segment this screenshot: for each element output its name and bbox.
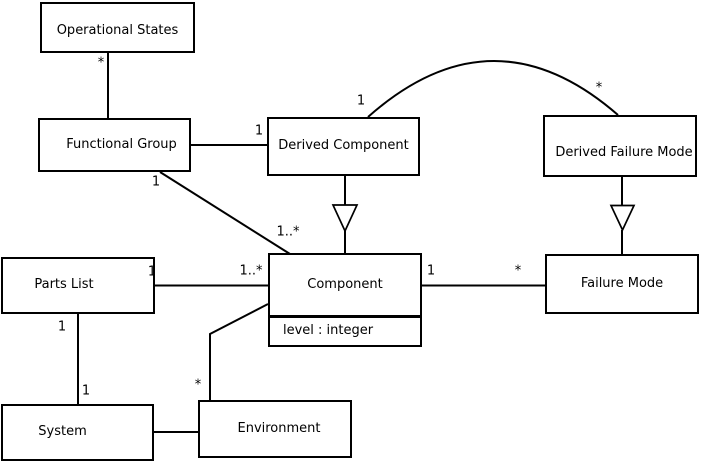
class-box-environment[interactable]: Environment (198, 400, 352, 458)
multiplicity-partslist-system-1-top: 1 (57, 319, 67, 335)
class-name-parts-list: Parts List (34, 277, 94, 293)
class-box-system[interactable]: System (1, 404, 154, 461)
multiplicity-partslist-component-1: 1 (147, 264, 157, 280)
multiplicity-fg-component-1: 1 (151, 174, 161, 190)
class-name-component: Component (307, 276, 383, 292)
class-box-derived-failure-mode[interactable]: Derived Failure Mode (543, 115, 697, 177)
association-arc-derivedcomponent-derivedfailuremode (367, 60, 619, 118)
multiplicity-environment-component-star: * (194, 377, 202, 393)
multiplicity-component-failuremode-star: * (514, 263, 522, 279)
class-box-operational-states[interactable]: Operational States (40, 2, 195, 53)
association-line-fg-component (159, 171, 291, 255)
class-name-operational-states: Operational States (56, 23, 179, 39)
class-box-failure-mode[interactable]: Failure Mode (545, 254, 699, 314)
multiplicity-component-failuremode-1: 1 (426, 263, 436, 279)
multiplicity-fg-derivedcomponent-1: 1 (254, 123, 264, 139)
multiplicity-opstates-fg-star: * (97, 55, 105, 71)
component-attribute-compartment: level : integer (270, 315, 420, 345)
class-box-parts-list[interactable]: Parts List (1, 257, 155, 314)
generalization-triangle-icon-failuremode (609, 204, 636, 233)
class-box-component[interactable]: Component level : integer (268, 253, 422, 347)
class-name-system: System (38, 424, 87, 440)
component-attribute-level: level : integer (283, 323, 374, 339)
multiplicity-fg-component-1-many: 1..* (276, 224, 300, 240)
component-name-compartment: Component (270, 255, 420, 315)
class-name-derived-component: Derived Component (278, 138, 409, 154)
multiplicity-derivedfailuremode-arc-star: * (595, 80, 603, 96)
multiplicity-partslist-component-1-many: 1..* (239, 263, 263, 279)
association-line-environment-component (209, 303, 269, 401)
class-box-derived-component[interactable]: Derived Component (267, 117, 420, 176)
class-name-functional-group: Functional Group (66, 136, 177, 152)
class-box-functional-group[interactable]: Functional Group (38, 118, 191, 172)
multiplicity-partslist-system-1-bottom: 1 (81, 383, 91, 399)
class-name-derived-failure-mode: Derived Failure Mode (555, 144, 693, 160)
class-name-failure-mode: Failure Mode (580, 275, 664, 291)
multiplicity-derivedcomponent-arc-1: 1 (356, 93, 366, 109)
generalization-triangle-icon-component (331, 204, 359, 234)
class-name-environment: Environment (237, 420, 321, 436)
